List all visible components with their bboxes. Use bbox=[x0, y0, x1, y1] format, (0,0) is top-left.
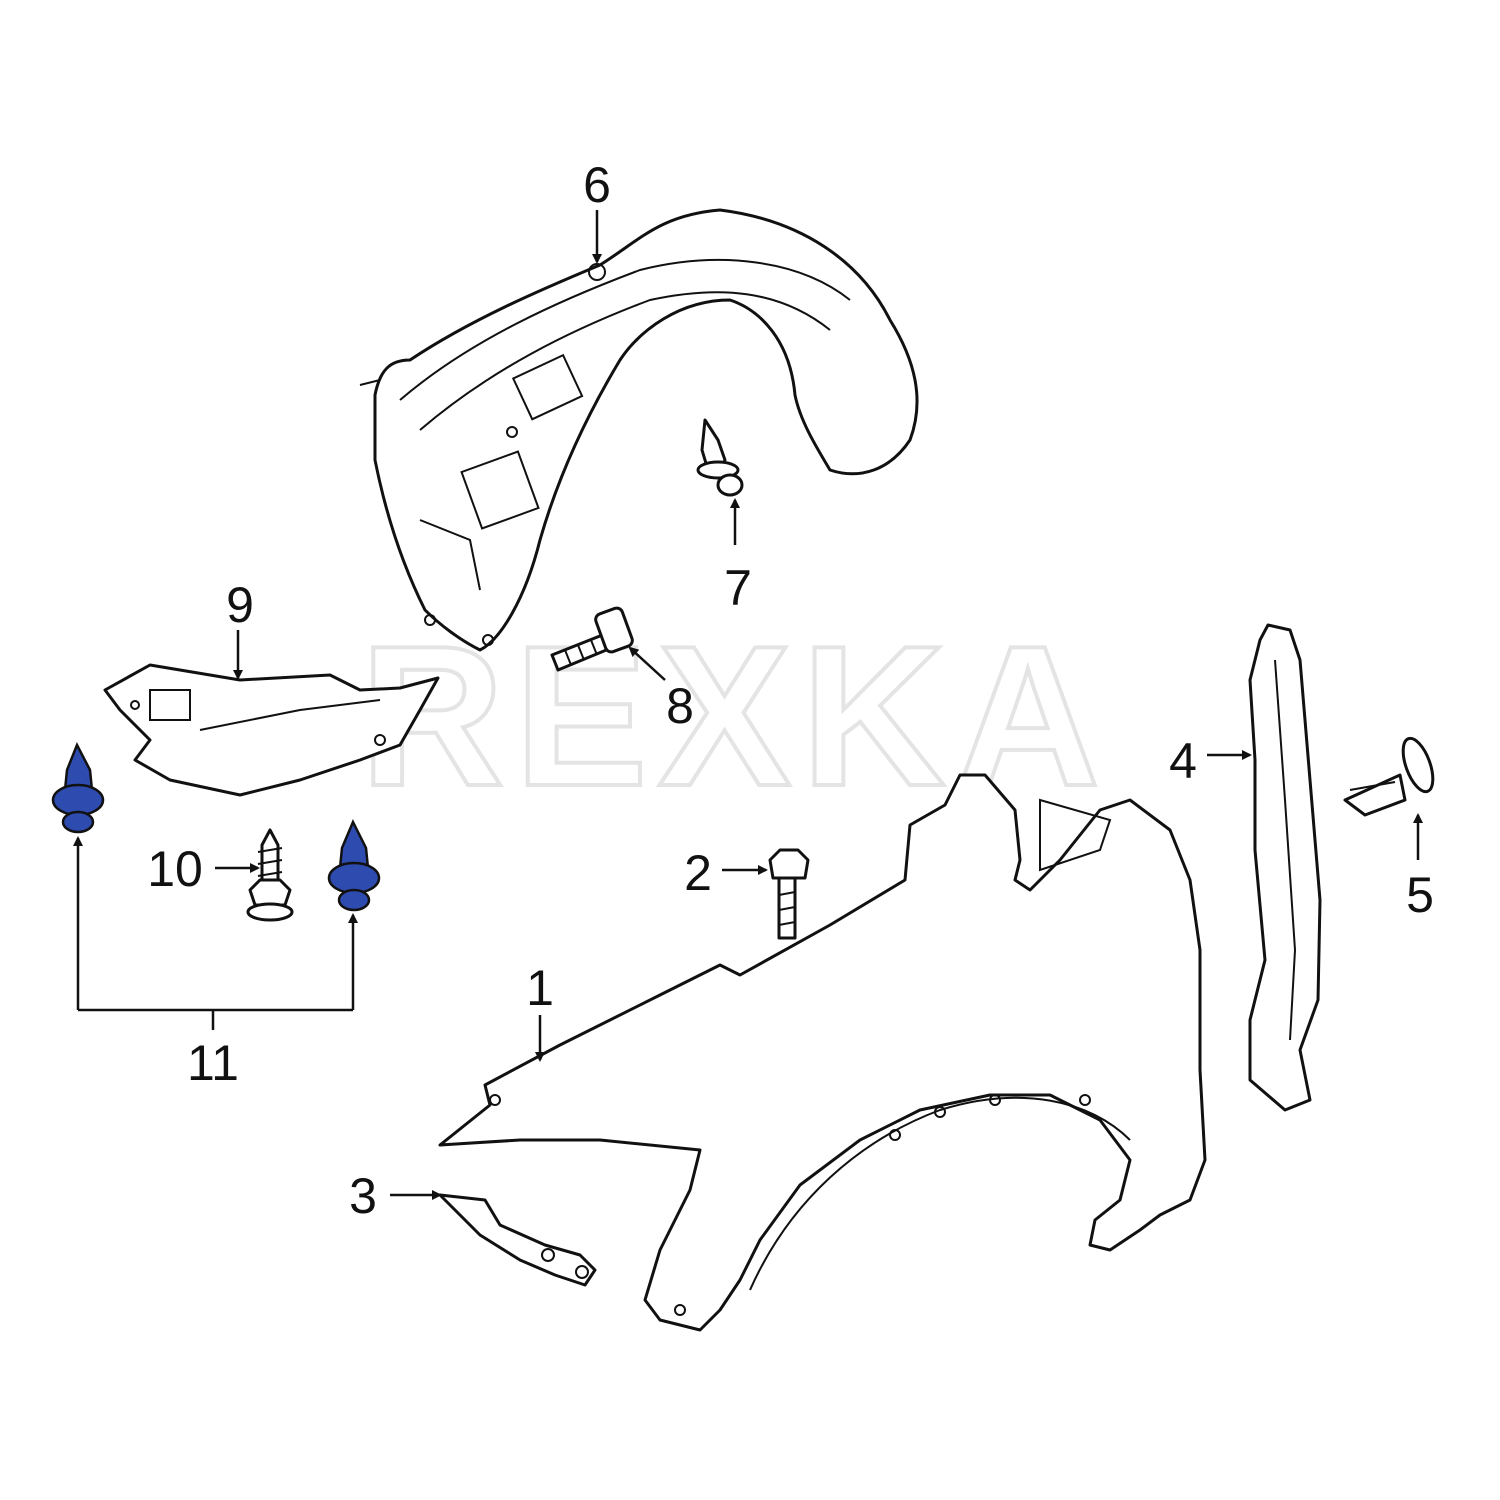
callout-4: 4 bbox=[1169, 733, 1197, 789]
callout-7: 7 bbox=[724, 560, 752, 616]
part-8-bolt bbox=[550, 606, 634, 672]
callout-3: 3 bbox=[349, 1168, 377, 1224]
part-7-clip bbox=[696, 418, 744, 497]
part-4-seal bbox=[1248, 623, 1322, 1112]
callout-11: 11 bbox=[187, 1035, 239, 1091]
callout-9: 9 bbox=[226, 577, 254, 633]
part-10-screw bbox=[246, 828, 294, 922]
leader-lines bbox=[73, 210, 1423, 1200]
callout-1: 1 bbox=[526, 960, 554, 1016]
part-11-clip-left bbox=[51, 742, 105, 834]
part-9-splash-shield bbox=[103, 663, 440, 797]
part-5-clip bbox=[1343, 736, 1435, 817]
callout-2: 2 bbox=[684, 845, 712, 901]
callout-6: 6 bbox=[583, 157, 611, 213]
part-1-fender bbox=[438, 773, 1207, 1332]
part-3-bracket bbox=[438, 1193, 597, 1287]
callout-8: 8 bbox=[666, 678, 694, 734]
part-6-fender-liner bbox=[359, 208, 919, 652]
part-11-clip-right bbox=[327, 819, 381, 912]
callout-5: 5 bbox=[1406, 867, 1434, 923]
part-2-bolt bbox=[768, 848, 810, 940]
callout-10: 10 bbox=[147, 841, 203, 897]
